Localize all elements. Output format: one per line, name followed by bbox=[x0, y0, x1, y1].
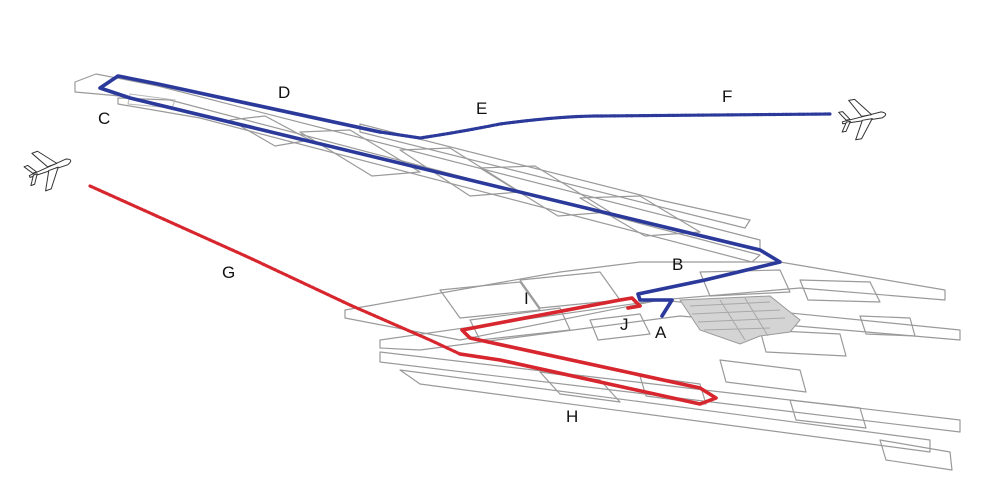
label-f: F bbox=[722, 87, 732, 106]
airfield-lower-complex bbox=[344, 261, 961, 471]
label-j: J bbox=[620, 315, 629, 334]
terminal-building bbox=[679, 295, 801, 345]
label-b: B bbox=[672, 255, 683, 274]
departure-route bbox=[98, 74, 832, 318]
label-c: C bbox=[98, 109, 110, 128]
departing-airplane-icon bbox=[838, 98, 887, 141]
arrival-route bbox=[88, 184, 718, 406]
label-d: D bbox=[278, 83, 290, 102]
label-g: G bbox=[222, 263, 235, 282]
label-h: H bbox=[566, 407, 578, 426]
label-a: A bbox=[655, 323, 667, 342]
label-e: E bbox=[476, 99, 487, 118]
label-i: I bbox=[524, 289, 529, 308]
arriving-airplane-icon bbox=[23, 150, 72, 192]
